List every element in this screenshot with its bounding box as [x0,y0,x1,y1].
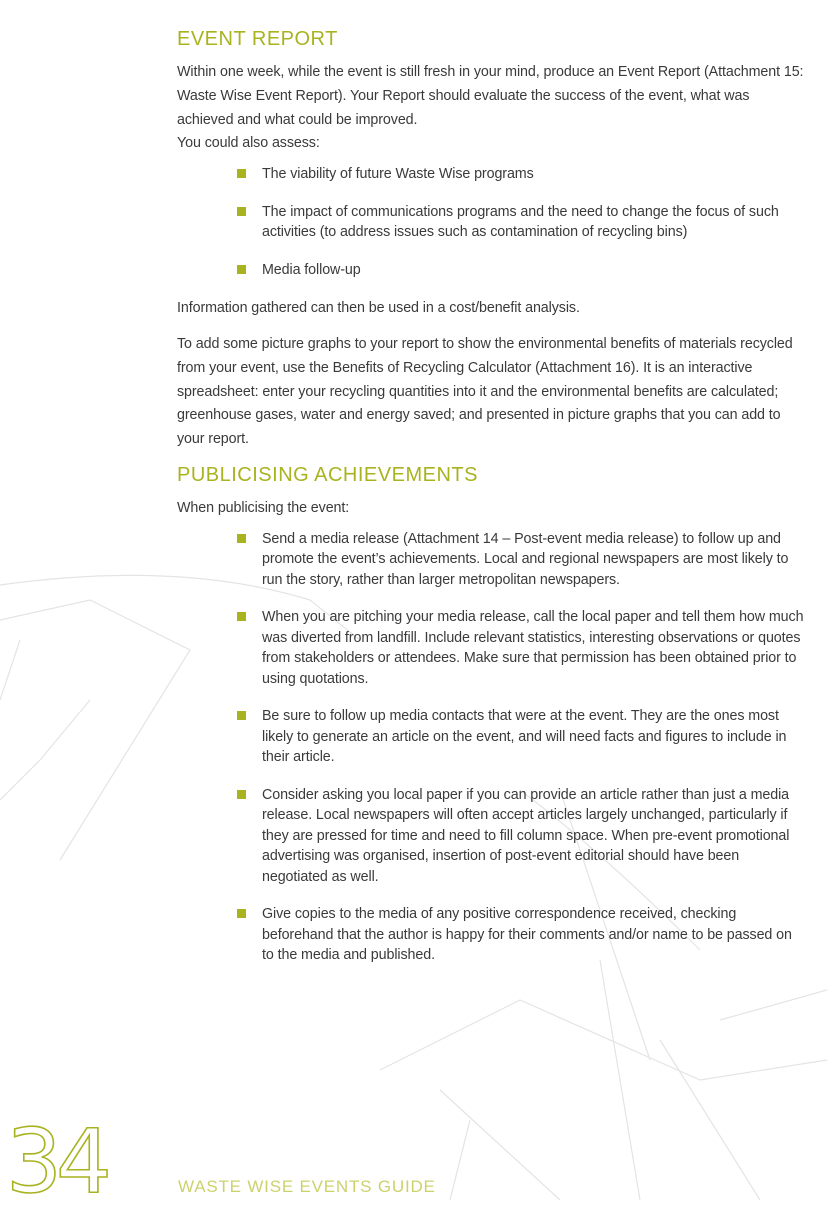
main-content: EVENT REPORT Within one week, while the … [177,28,807,983]
page-number: 34 [5,1110,113,1213]
list-item: When you are pitching your media release… [177,607,807,689]
list-item: Consider asking you local paper if you c… [177,785,807,888]
square-bullet-icon [237,533,246,543]
cost-benefit-paragraph: Information gathered can then be used in… [177,300,580,317]
list-item: Be sure to follow up media contacts that… [177,706,807,768]
square-bullet-icon [237,909,246,919]
square-bullet-icon [237,789,246,799]
square-bullet-icon [237,612,246,622]
list-item: Media follow-up [177,260,807,281]
square-bullet-icon [237,169,246,179]
publicising-intro: When publicising the event: [177,499,350,516]
list-item: The viability of future Waste Wise progr… [177,164,807,185]
section-heading-publicising: PUBLICISING ACHIEVEMENTS [177,463,478,486]
list-item: Give copies to the media of any positive… [177,904,807,966]
assess-bullet-list: The viability of future Waste Wise progr… [177,164,807,280]
event-report-intro: Within one week, while the event is stil… [177,64,804,128]
square-bullet-icon [237,206,246,216]
assess-line: You could also assess: [177,135,320,152]
list-item: Send a media release (Attachment 14 – Po… [177,529,807,591]
square-bullet-icon [237,264,246,274]
publicising-bullet-list: Send a media release (Attachment 14 – Po… [177,529,807,966]
list-item: The impact of communications programs an… [177,202,807,243]
recycling-calculator-paragraph: To add some picture graphs to your repor… [177,335,793,448]
section-heading-event-report: EVENT REPORT [177,28,338,50]
square-bullet-icon [237,711,246,721]
guide-title-footer: WASTE WISE EVENTS GUIDE [178,1177,436,1196]
